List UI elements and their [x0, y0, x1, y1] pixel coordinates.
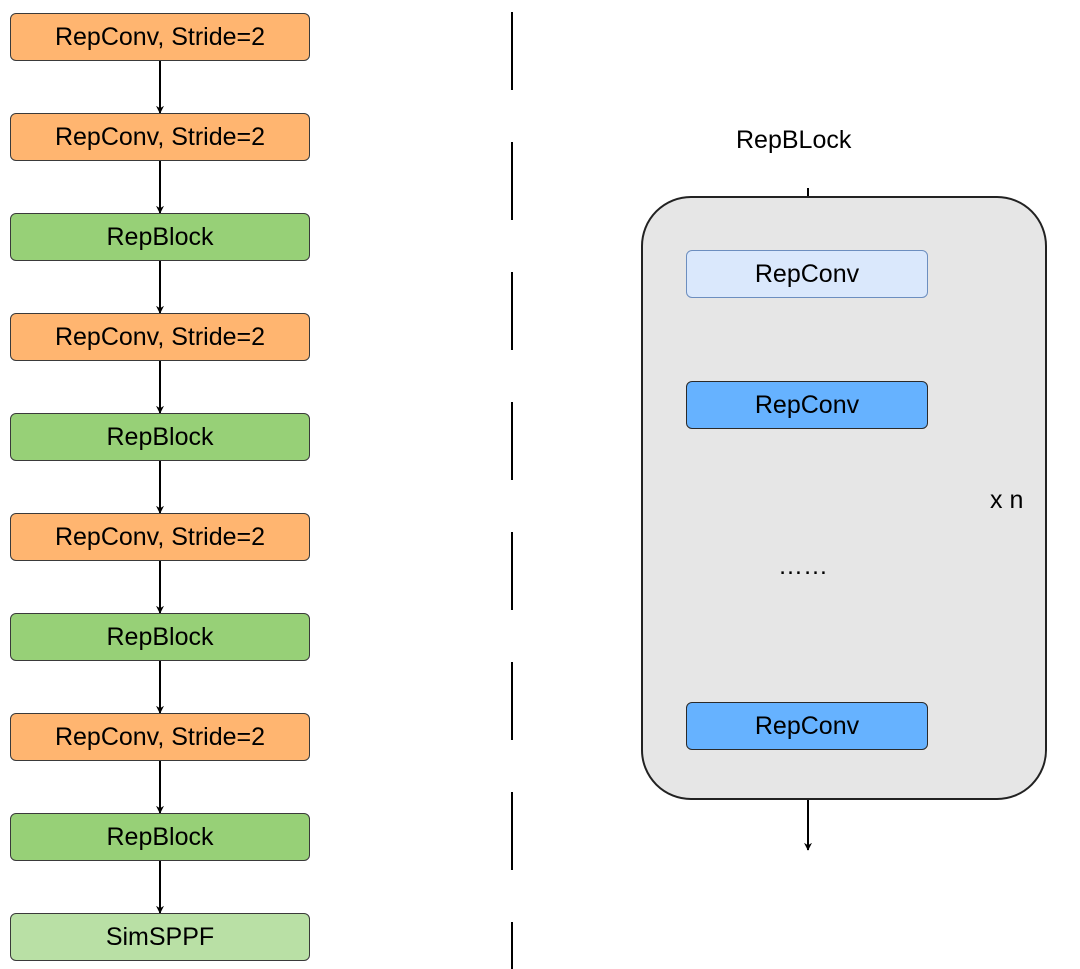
ellipsis-label: …… — [778, 552, 828, 580]
repconv-last-node: RepConv — [686, 702, 928, 750]
backbone-node-10: SimSPPF — [10, 913, 310, 961]
repconv-second-node: RepConv — [686, 381, 928, 429]
repconv-first-node: RepConv — [686, 250, 928, 298]
backbone-node-1: RepConv, Stride=2 — [10, 13, 310, 61]
backbone-node-6: RepConv, Stride=2 — [10, 513, 310, 561]
backbone-node-5: RepBlock — [10, 413, 310, 461]
backbone-node-8: RepConv, Stride=2 — [10, 713, 310, 761]
repblock-title: RepBLock — [736, 126, 852, 154]
backbone-node-4: RepConv, Stride=2 — [10, 313, 310, 361]
backbone-node-2: RepConv, Stride=2 — [10, 113, 310, 161]
repeat-label: x n — [990, 486, 1024, 514]
backbone-node-3: RepBlock — [10, 213, 310, 261]
backbone-node-7: RepBlock — [10, 613, 310, 661]
backbone-node-9: RepBlock — [10, 813, 310, 861]
